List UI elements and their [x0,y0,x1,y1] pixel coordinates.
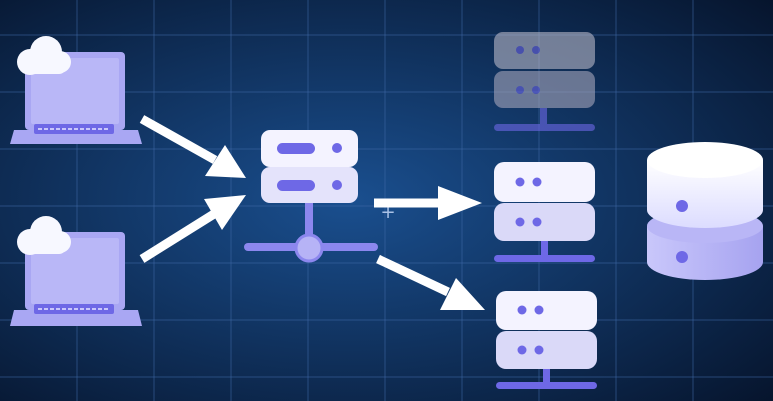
server-network-icon [244,130,378,263]
server-icon [494,162,595,262]
server-icon [496,291,597,389]
arrow-loadbalancer-to-server3 [376,254,485,310]
arrow-laptop2-to-loadbalancer [139,195,246,263]
laptop-icon [10,232,142,326]
client-laptop-1 [10,36,142,144]
arrow-loadbalancer-to-server2 [374,186,482,220]
cloud-icon [17,216,71,255]
client-laptop-2 [10,216,142,326]
database [647,142,763,280]
server-icon [494,32,595,131]
arrow-laptop1-to-loadbalancer [139,115,246,178]
database-icon [647,142,763,280]
backend-server-2 [494,162,595,262]
cloud-icon [17,36,71,75]
backend-server-3 [496,291,597,389]
load-balancer [244,130,378,263]
arrows [139,115,485,310]
backend-server-1 [494,32,595,131]
